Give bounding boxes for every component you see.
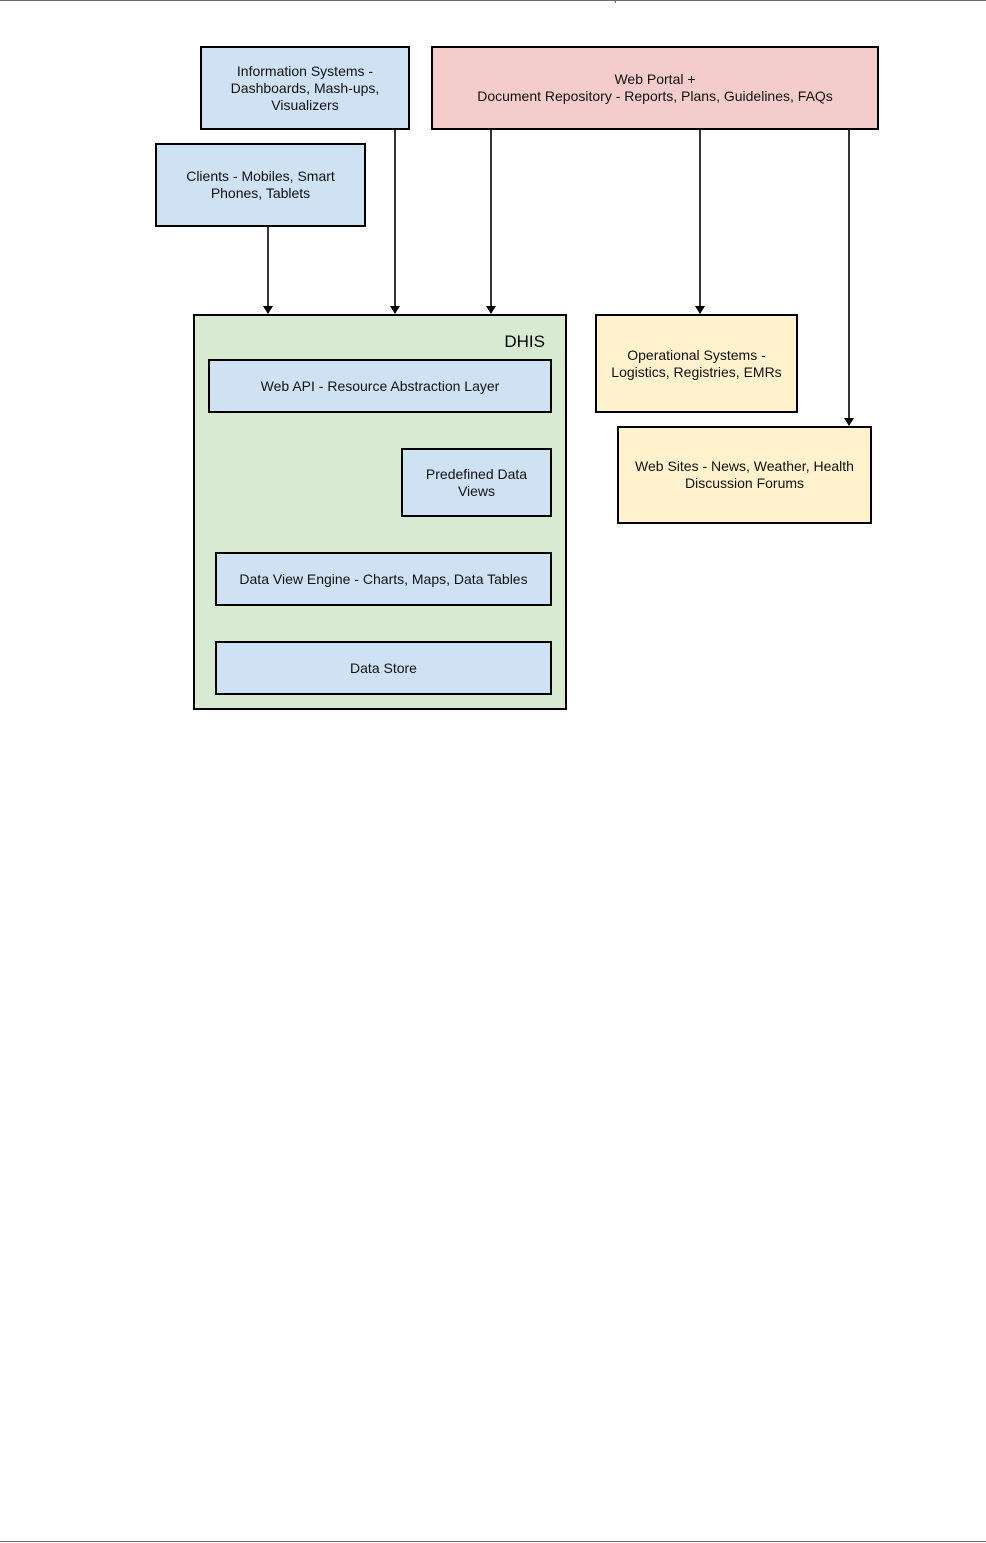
node-web-portal-title: Web Portal + (614, 71, 696, 87)
node-operational-systems: Operational Systems - Logistics, Registr… (595, 314, 798, 413)
node-web-portal-subtitle: Document Repository - Reports, Plans, Gu… (477, 88, 833, 104)
node-operational-systems-label: Operational Systems - Logistics, Registr… (611, 346, 782, 380)
node-clients-label: Clients - Mobiles, Smart Phones, Tablets (186, 168, 335, 201)
node-data-store: Data Store (215, 641, 552, 695)
top-rule (0, 0, 986, 1)
node-web-sites: Web Sites - News, Weather, Health Discus… (617, 426, 872, 524)
node-clients: Clients - Mobiles, Smart Phones, Tablets (155, 143, 366, 227)
bottom-rule (0, 1541, 986, 1542)
node-data-view-engine-label: Data View Engine - Charts, Maps, Data Ta… (239, 570, 528, 587)
node-data-view-engine: Data View Engine - Charts, Maps, Data Ta… (215, 552, 552, 606)
dhis-container-label: DHIS (504, 332, 545, 351)
node-predefined-data-views-label: Predefined Data Views (425, 465, 528, 499)
node-information-systems: Information Systems - Dashboards, Mash-u… (200, 46, 410, 130)
node-web-sites-label: Web Sites - News, Weather, Health Discus… (635, 458, 854, 491)
node-information-systems-label: Information Systems - Dashboards, Mash-u… (230, 62, 380, 113)
top-rule-tick (615, 0, 616, 3)
node-data-store-label: Data Store (350, 659, 417, 676)
node-web-api: Web API - Resource Abstraction Layer (208, 359, 552, 413)
node-web-portal: Web Portal + Document Repository - Repor… (431, 46, 879, 130)
node-web-api-label: Web API - Resource Abstraction Layer (260, 377, 500, 394)
node-predefined-data-views: Predefined Data Views (401, 448, 552, 517)
